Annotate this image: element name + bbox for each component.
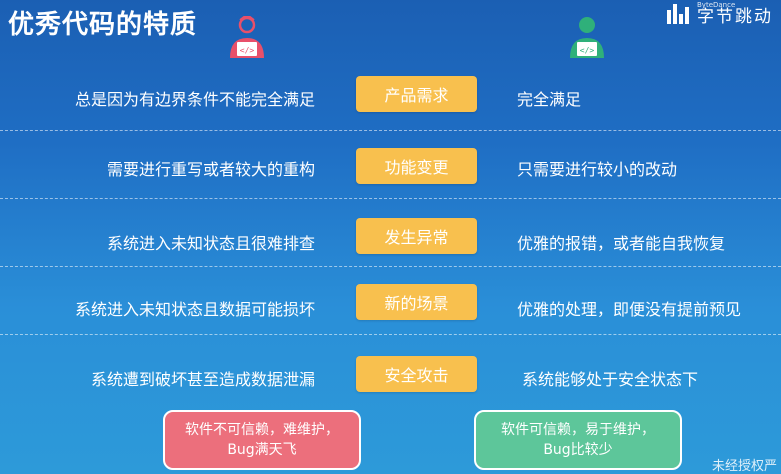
svg-text:</>: </> — [240, 46, 255, 55]
green-coder-avatar-icon: </> — [566, 14, 608, 60]
good-summary-line2: Bug比较少 — [543, 442, 613, 458]
scenario-tag: 产品需求 — [356, 76, 477, 112]
comparison-row: 系统进入未知状态且数据可能损坏 新的场景 优雅的处理，即便没有提前预见 — [0, 266, 781, 335]
bad-outcome-text: 系统进入未知状态且数据可能损坏 — [74, 300, 315, 319]
bad-outcome-text: 系统进入未知状态且很难排查 — [106, 234, 315, 253]
good-outcome-text: 完全满足 — [517, 90, 582, 109]
scenario-tag: 功能变更 — [356, 148, 477, 184]
comparison-row: 总是因为有边界条件不能完全满足 产品需求 完全满足 — [0, 62, 781, 131]
comparison-row: 需要进行重写或者较大的重构 功能变更 只需要进行较小的改动 — [0, 130, 781, 199]
bytedance-logo-icon — [667, 4, 691, 24]
comparison-row: 系统进入未知状态且很难排查 发生异常 优雅的报错，或者能自我恢复 — [0, 198, 781, 267]
bad-outcome-text: 需要进行重写或者较大的重构 — [106, 160, 315, 179]
page-title: 优秀代码的特质 — [8, 10, 198, 40]
bad-software-summary: 软件不可信赖，难维护， Bug满天飞 — [163, 410, 361, 470]
scenario-tag: 新的场景 — [356, 284, 477, 320]
good-outcome-text: 优雅的处理，即便没有提前预见 — [517, 300, 742, 319]
brand-logo: ByteDance 字节跳动 — [667, 2, 773, 26]
good-software-summary: 软件可信赖，易于维护， Bug比较少 — [474, 410, 682, 470]
bad-summary-line1: 软件不可信赖，难维护， — [185, 422, 339, 438]
comparison-row: 系统遭到破坏甚至造成数据泄漏 安全攻击 系统能够处于安全状态下 — [0, 334, 781, 402]
good-outcome-text: 系统能够处于安全状态下 — [522, 370, 699, 389]
brand-name: 字节跳动 — [697, 7, 773, 27]
good-summary-line1: 软件可信赖，易于维护， — [501, 422, 655, 438]
good-outcome-text: 优雅的报错，或者能自我恢复 — [517, 234, 726, 253]
red-coder-avatar-icon: </> — [226, 14, 268, 60]
bad-summary-line2: Bug满天飞 — [227, 442, 297, 458]
svg-text:</>: </> — [580, 46, 595, 55]
good-outcome-text: 只需要进行较小的改动 — [517, 160, 678, 179]
bad-outcome-text: 系统遭到破坏甚至造成数据泄漏 — [90, 370, 315, 389]
scenario-tag: 安全攻击 — [356, 356, 477, 392]
watermark: 未经授权严 — [711, 459, 777, 474]
bad-outcome-text: 总是因为有边界条件不能完全满足 — [74, 90, 315, 109]
scenario-tag: 发生异常 — [356, 218, 477, 254]
brand-sub: ByteDance — [697, 1, 736, 9]
